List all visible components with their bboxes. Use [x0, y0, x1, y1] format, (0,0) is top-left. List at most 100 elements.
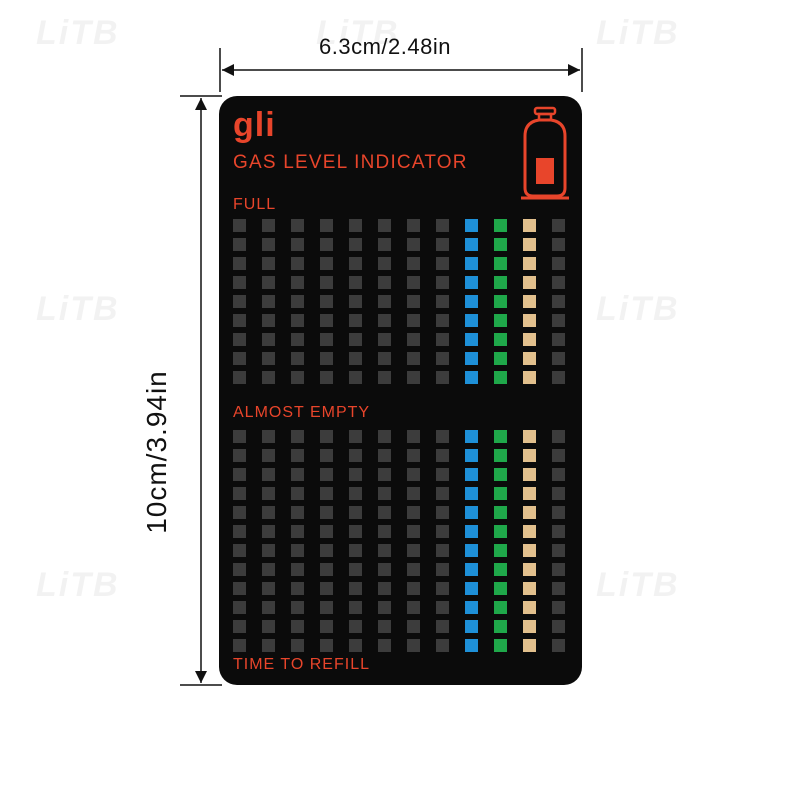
- indicator-square: [378, 449, 391, 462]
- indicator-square: [349, 352, 362, 365]
- indicator-square: [378, 620, 391, 633]
- indicator-square: [465, 371, 478, 384]
- indicator-square: [262, 295, 275, 308]
- indicator-square: [291, 563, 304, 576]
- indicator-square: [465, 582, 478, 595]
- indicator-square: [349, 563, 362, 576]
- indicator-square: [262, 371, 275, 384]
- indicator-square: [552, 257, 565, 270]
- indicator-square: [552, 449, 565, 462]
- indicator-square: [262, 468, 275, 481]
- indicator-square: [523, 563, 536, 576]
- indicator-square: [291, 430, 304, 443]
- indicator-square: [291, 487, 304, 500]
- indicator-square: [436, 487, 449, 500]
- indicator-square: [494, 601, 507, 614]
- indicator-square: [407, 371, 420, 384]
- indicator-square: [320, 449, 333, 462]
- indicator-square: [262, 620, 275, 633]
- indicator-square: [291, 295, 304, 308]
- indicator-square: [552, 506, 565, 519]
- indicator-square: [465, 544, 478, 557]
- indicator-square: [465, 257, 478, 270]
- indicator-square: [349, 219, 362, 232]
- indicator-square: [407, 620, 420, 633]
- indicator-square: [349, 506, 362, 519]
- indicator-square: [523, 238, 536, 251]
- indicator-square: [407, 639, 420, 652]
- watermark: LiTB: [596, 14, 680, 52]
- indicator-square: [349, 238, 362, 251]
- indicator-square: [465, 563, 478, 576]
- indicator-square: [407, 333, 420, 346]
- indicator-square: [233, 582, 246, 595]
- indicator-square: [320, 601, 333, 614]
- indicator-square: [523, 544, 536, 557]
- indicator-square: [233, 620, 246, 633]
- indicator-square: [320, 238, 333, 251]
- indicator-square: [233, 544, 246, 557]
- indicator-square: [436, 563, 449, 576]
- indicator-square: [552, 371, 565, 384]
- indicator-square: [320, 620, 333, 633]
- indicator-square: [291, 314, 304, 327]
- indicator-square: [436, 352, 449, 365]
- indicator-square: [378, 525, 391, 538]
- indicator-square: [320, 563, 333, 576]
- indicator-square: [552, 276, 565, 289]
- indicator-square: [407, 525, 420, 538]
- indicator-square: [262, 238, 275, 251]
- indicator-square: [349, 468, 362, 481]
- watermark: LiTB: [596, 566, 680, 604]
- indicator-square: [407, 219, 420, 232]
- indicator-square: [378, 582, 391, 595]
- indicator-square: [407, 544, 420, 557]
- indicator-square: [291, 238, 304, 251]
- indicator-square: [494, 563, 507, 576]
- indicator-square: [262, 219, 275, 232]
- indicator-square: [349, 620, 362, 633]
- indicator-square: [349, 295, 362, 308]
- indicator-square: [465, 525, 478, 538]
- indicator-square: [436, 333, 449, 346]
- indicator-square: [291, 276, 304, 289]
- indicator-square: [233, 430, 246, 443]
- indicator-square: [349, 449, 362, 462]
- indicator-square: [320, 371, 333, 384]
- indicator-square: [523, 601, 536, 614]
- indicator-square: [436, 238, 449, 251]
- brand-logo: gli: [233, 106, 276, 144]
- indicator-square: [407, 487, 420, 500]
- indicator-square: [494, 219, 507, 232]
- indicator-square: [465, 352, 478, 365]
- indicator-square: [291, 257, 304, 270]
- indicator-square: [523, 620, 536, 633]
- indicator-square: [465, 295, 478, 308]
- indicator-square: [262, 582, 275, 595]
- indicator-square: [233, 333, 246, 346]
- indicator-square: [291, 449, 304, 462]
- indicator-square: [407, 238, 420, 251]
- indicator-square: [436, 468, 449, 481]
- indicator-square: [233, 563, 246, 576]
- indicator-square: [494, 238, 507, 251]
- indicator-square: [523, 314, 536, 327]
- indicator-square: [349, 257, 362, 270]
- indicator-square: [320, 257, 333, 270]
- indicator-square: [349, 525, 362, 538]
- full-label: FULL: [233, 196, 277, 213]
- indicator-square: [552, 295, 565, 308]
- indicator-square: [320, 639, 333, 652]
- indicator-square: [436, 276, 449, 289]
- indicator-square: [349, 487, 362, 500]
- indicator-square: [436, 257, 449, 270]
- indicator-square: [349, 314, 362, 327]
- indicator-square: [262, 314, 275, 327]
- indicator-square: [552, 525, 565, 538]
- indicator-square: [494, 314, 507, 327]
- indicator-square: [523, 430, 536, 443]
- indicator-square: [552, 219, 565, 232]
- indicator-square: [407, 468, 420, 481]
- indicator-square: [465, 276, 478, 289]
- indicator-square: [320, 544, 333, 557]
